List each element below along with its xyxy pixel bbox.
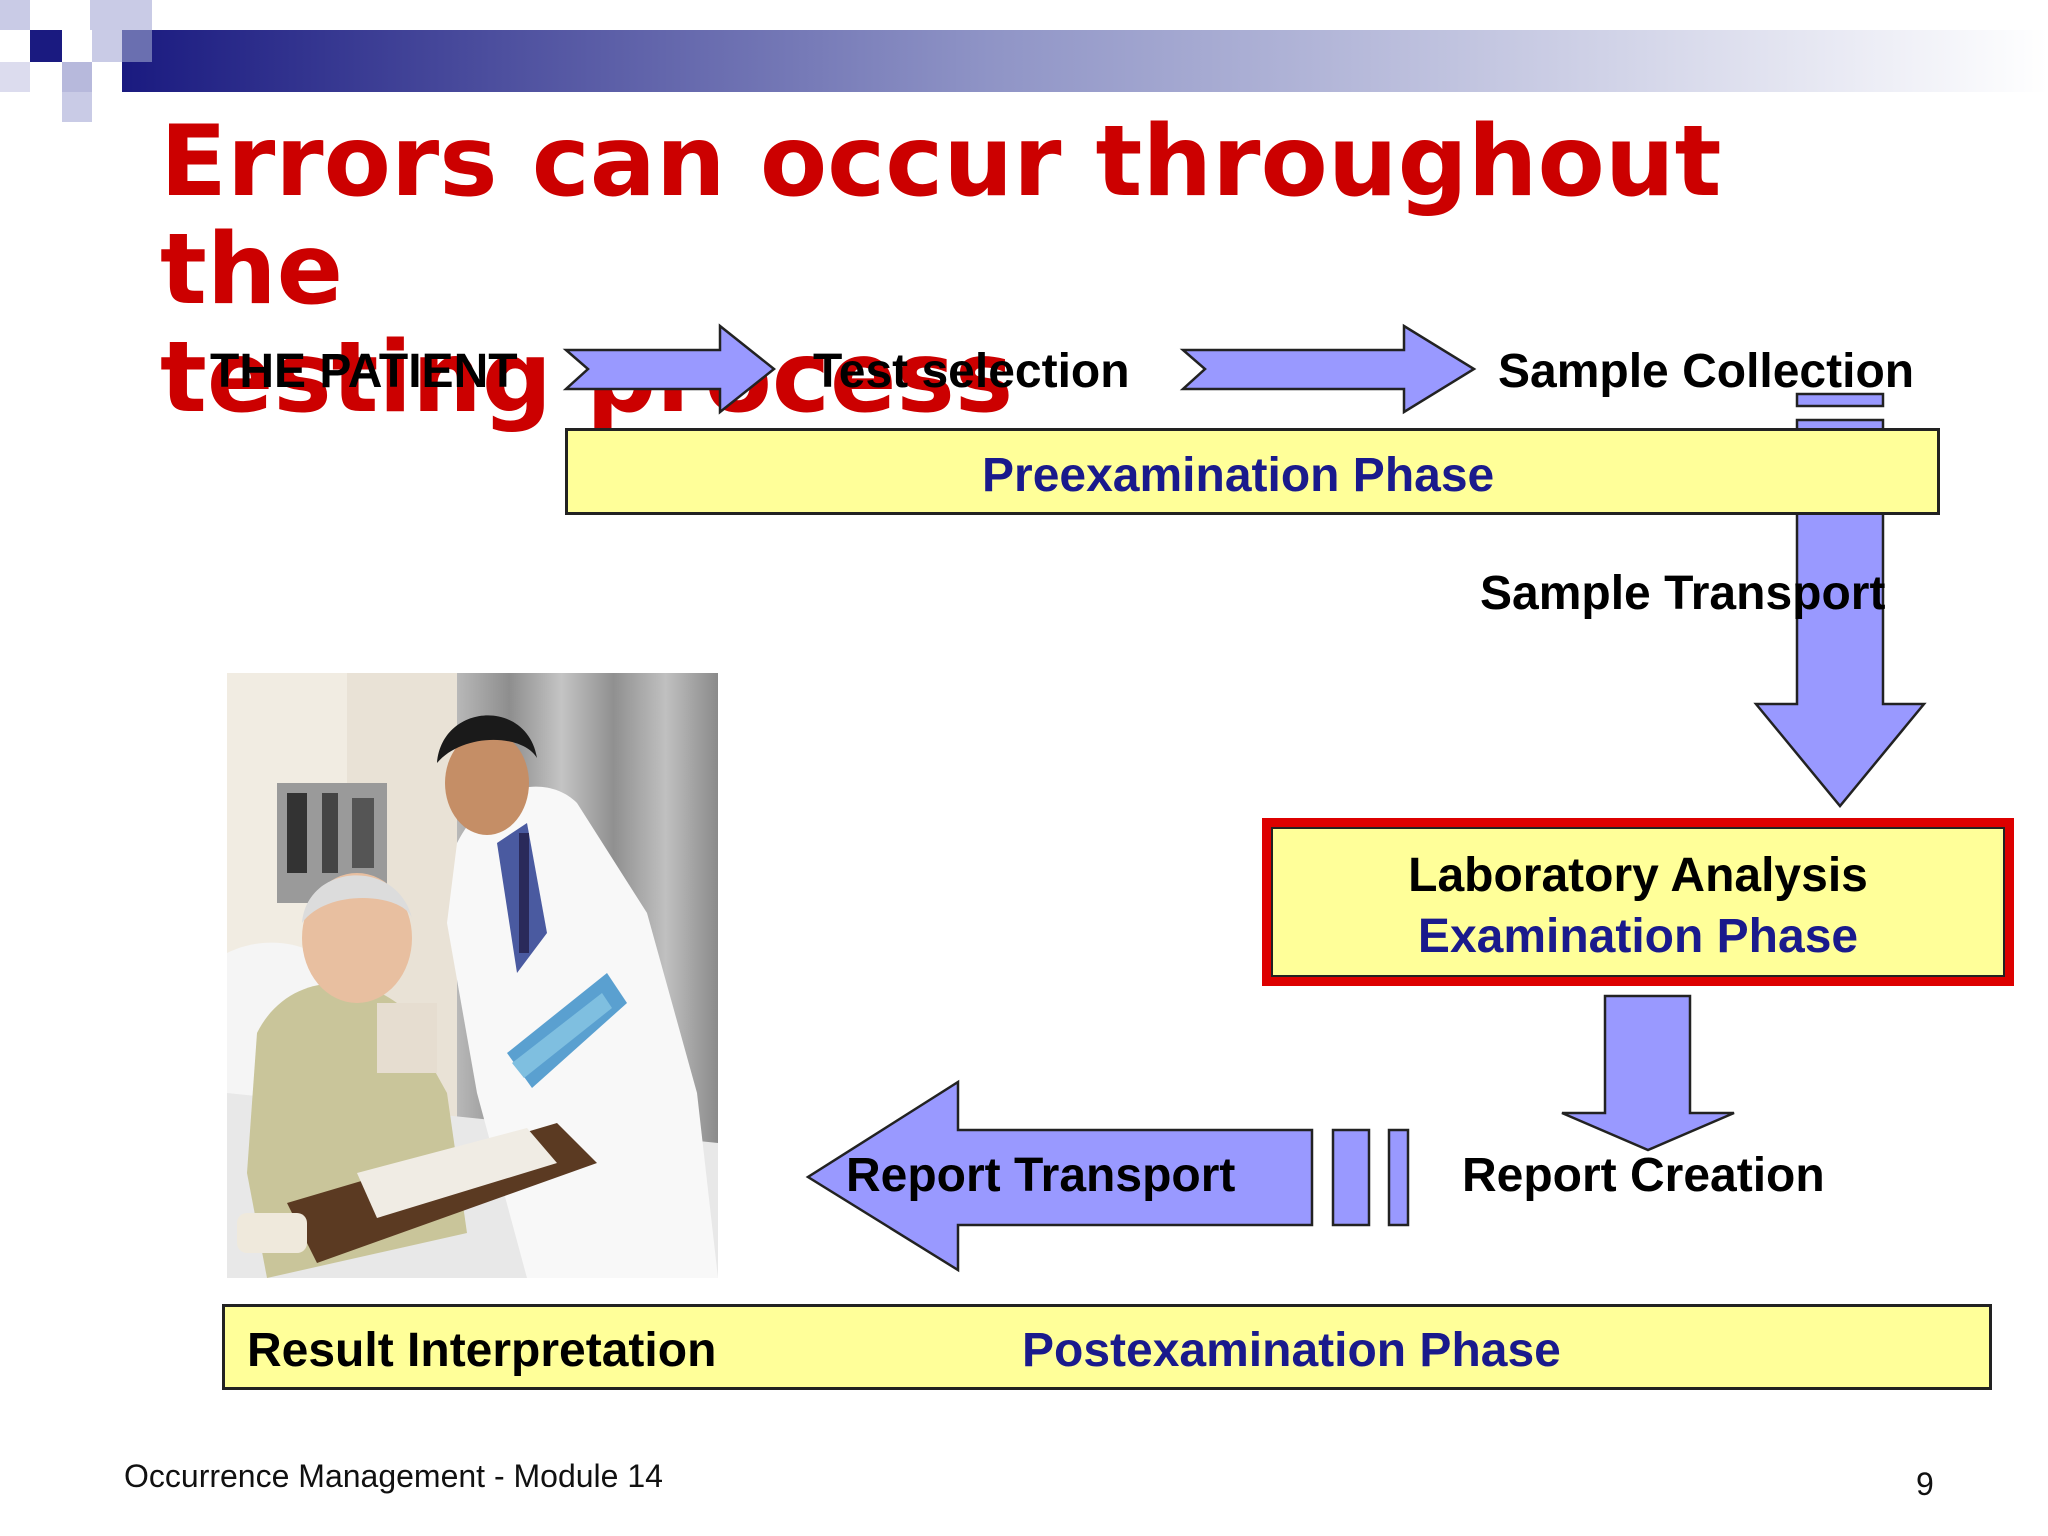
- label-report-transport: Report Transport: [846, 1149, 1236, 1202]
- result-interpretation-label: Result Interpretation: [247, 1324, 717, 1377]
- arrow-test-selection-to-sample-collection: [1179, 323, 1477, 415]
- arrow-patient-to-test-selection: [562, 323, 777, 415]
- header-square: [30, 0, 60, 30]
- slide-title: Errors can occur throughout the testing …: [160, 105, 1722, 435]
- examination-phase-box: Laboratory Analysis Examination Phase: [1262, 818, 2014, 986]
- header-square: [62, 62, 92, 92]
- laboratory-analysis-label: Laboratory Analysis: [1408, 849, 1868, 902]
- postexamination-phase-box: Result Interpretation Postexamination Ph…: [222, 1304, 1992, 1390]
- connector-bar: [1387, 1128, 1410, 1227]
- doctor-patient-photo: [227, 673, 718, 1278]
- header-gradient-band: [122, 30, 2048, 92]
- header-square: [0, 62, 30, 92]
- examination-phase-label: Examination Phase: [1417, 910, 1859, 963]
- page-number: 9: [1916, 1466, 1934, 1502]
- postexamination-phase-label: Postexamination Phase: [1022, 1324, 1561, 1377]
- preexamination-phase-box: Preexamination Phase: [565, 428, 1940, 515]
- header-decoration: [0, 0, 2048, 122]
- label-the-patient: THE PATIENT: [210, 345, 518, 398]
- arrow-report-transport: [805, 1079, 1314, 1273]
- arrow-to-report-creation: [1561, 994, 1735, 1152]
- preexamination-phase-label: Preexamination Phase: [982, 449, 1495, 502]
- header-square: [90, 0, 152, 30]
- header-square: [62, 92, 92, 122]
- footer-module-label: Occurrence Management - Module 14: [124, 1458, 663, 1494]
- header-square: [92, 30, 122, 62]
- label-sample-collection: Sample Collection: [1498, 345, 1915, 398]
- header-square: [30, 30, 62, 62]
- label-report-creation: Report Creation: [1462, 1149, 1825, 1202]
- connector-bar: [1795, 392, 1885, 408]
- label-sample-transport: Sample Transport: [1480, 567, 1886, 620]
- label-test-selection: Test selection: [813, 345, 1130, 398]
- connector-bar: [1331, 1128, 1371, 1227]
- arrow-sample-transport: [1753, 510, 1927, 808]
- header-square: [0, 0, 30, 30]
- header-square: [122, 30, 152, 62]
